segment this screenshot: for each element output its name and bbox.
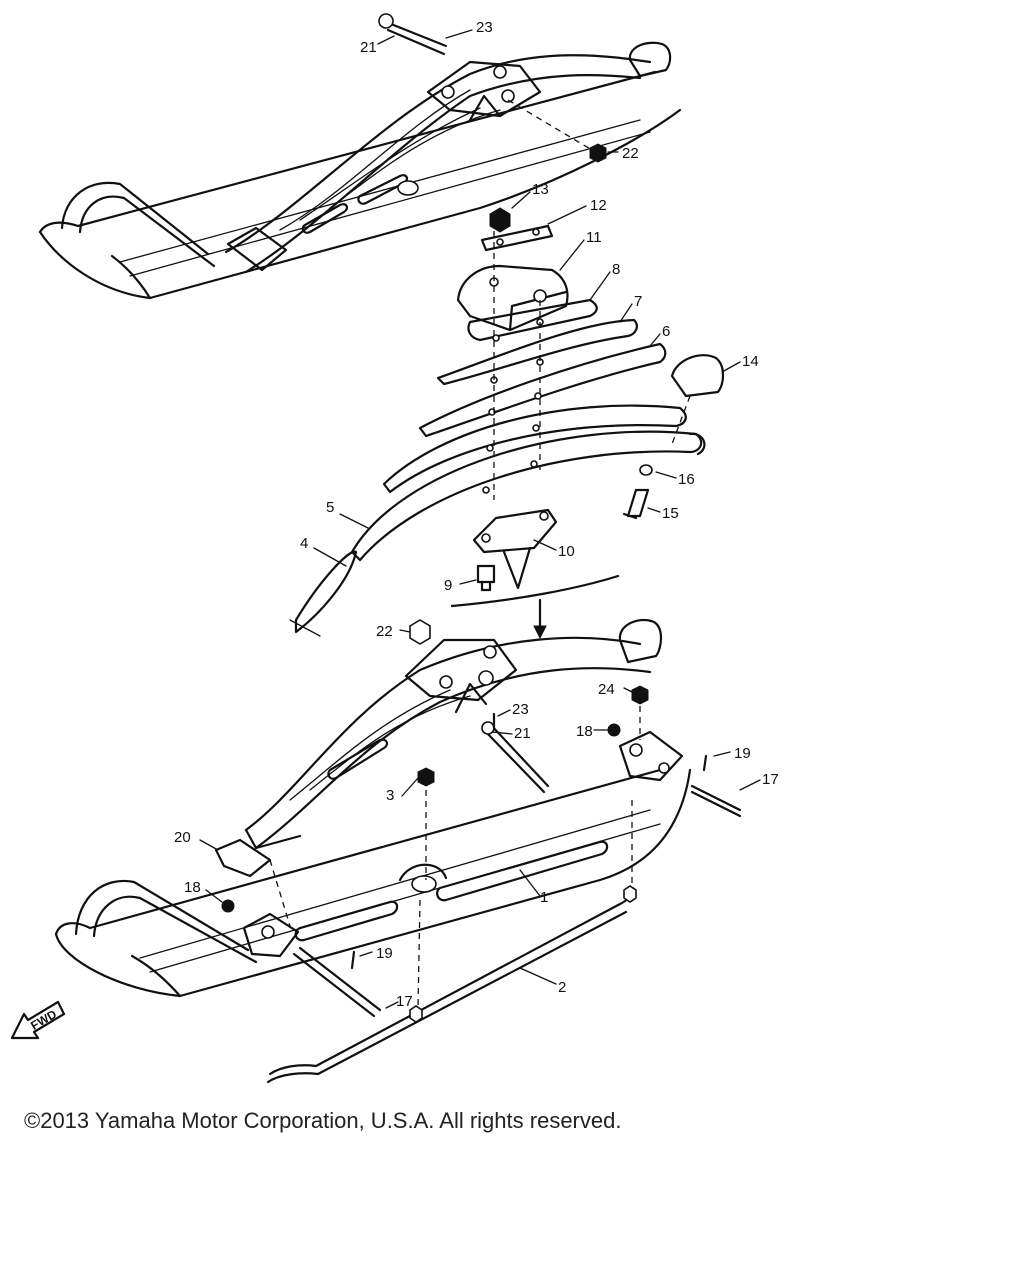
callout-20: 20 bbox=[174, 829, 191, 846]
fwd-arrow-icon: FWD bbox=[10, 1000, 66, 1040]
copyright-notice: ©2013 Yamaha Motor Corporation, U.S.A. A… bbox=[24, 1108, 622, 1133]
callout-18-right: 18 bbox=[576, 723, 593, 740]
callout-22-top: 22 bbox=[622, 145, 639, 162]
callout-24: 24 bbox=[598, 681, 615, 698]
ski-assembly-diagram: FWD 23 21 22 1 bbox=[10, 13, 779, 1084]
callout-23-bottom: 23 bbox=[512, 701, 529, 718]
fwd-label: FWD bbox=[28, 1007, 59, 1033]
callout-numbers: 23 21 22 13 12 11 8 7 6 14 16 15 5 4 10 … bbox=[174, 19, 779, 1010]
bottom-ski-assembly bbox=[54, 618, 742, 1084]
callout-21-bottom: 21 bbox=[514, 725, 531, 742]
callout-12: 12 bbox=[590, 197, 607, 214]
callout-8: 8 bbox=[612, 261, 620, 278]
exploded-parts bbox=[289, 207, 725, 640]
callout-22-bottom: 22 bbox=[376, 623, 393, 640]
callout-15: 15 bbox=[662, 505, 679, 522]
callout-10: 10 bbox=[558, 543, 575, 560]
callout-17-right: 17 bbox=[762, 771, 779, 788]
callout-5: 5 bbox=[326, 499, 334, 516]
callout-2: 2 bbox=[558, 979, 566, 996]
callout-16: 16 bbox=[678, 471, 695, 488]
callout-13: 13 bbox=[532, 181, 549, 198]
callout-3: 3 bbox=[386, 787, 394, 804]
callout-18-left: 18 bbox=[184, 879, 201, 896]
callout-6: 6 bbox=[662, 323, 670, 340]
callout-9: 9 bbox=[444, 577, 452, 594]
leader-lines bbox=[199, 29, 761, 1009]
callout-21-top: 21 bbox=[360, 39, 377, 56]
callout-19-right: 19 bbox=[734, 745, 751, 762]
callout-14: 14 bbox=[742, 353, 759, 370]
callout-17-left: 17 bbox=[396, 993, 413, 1010]
callout-7: 7 bbox=[634, 293, 642, 310]
callout-23-top: 23 bbox=[476, 19, 493, 36]
callout-4: 4 bbox=[300, 535, 308, 552]
callout-11: 11 bbox=[586, 229, 602, 246]
callout-1: 1 bbox=[540, 889, 548, 906]
top-ski-assembly bbox=[38, 13, 682, 300]
callout-19-left: 19 bbox=[376, 945, 393, 962]
